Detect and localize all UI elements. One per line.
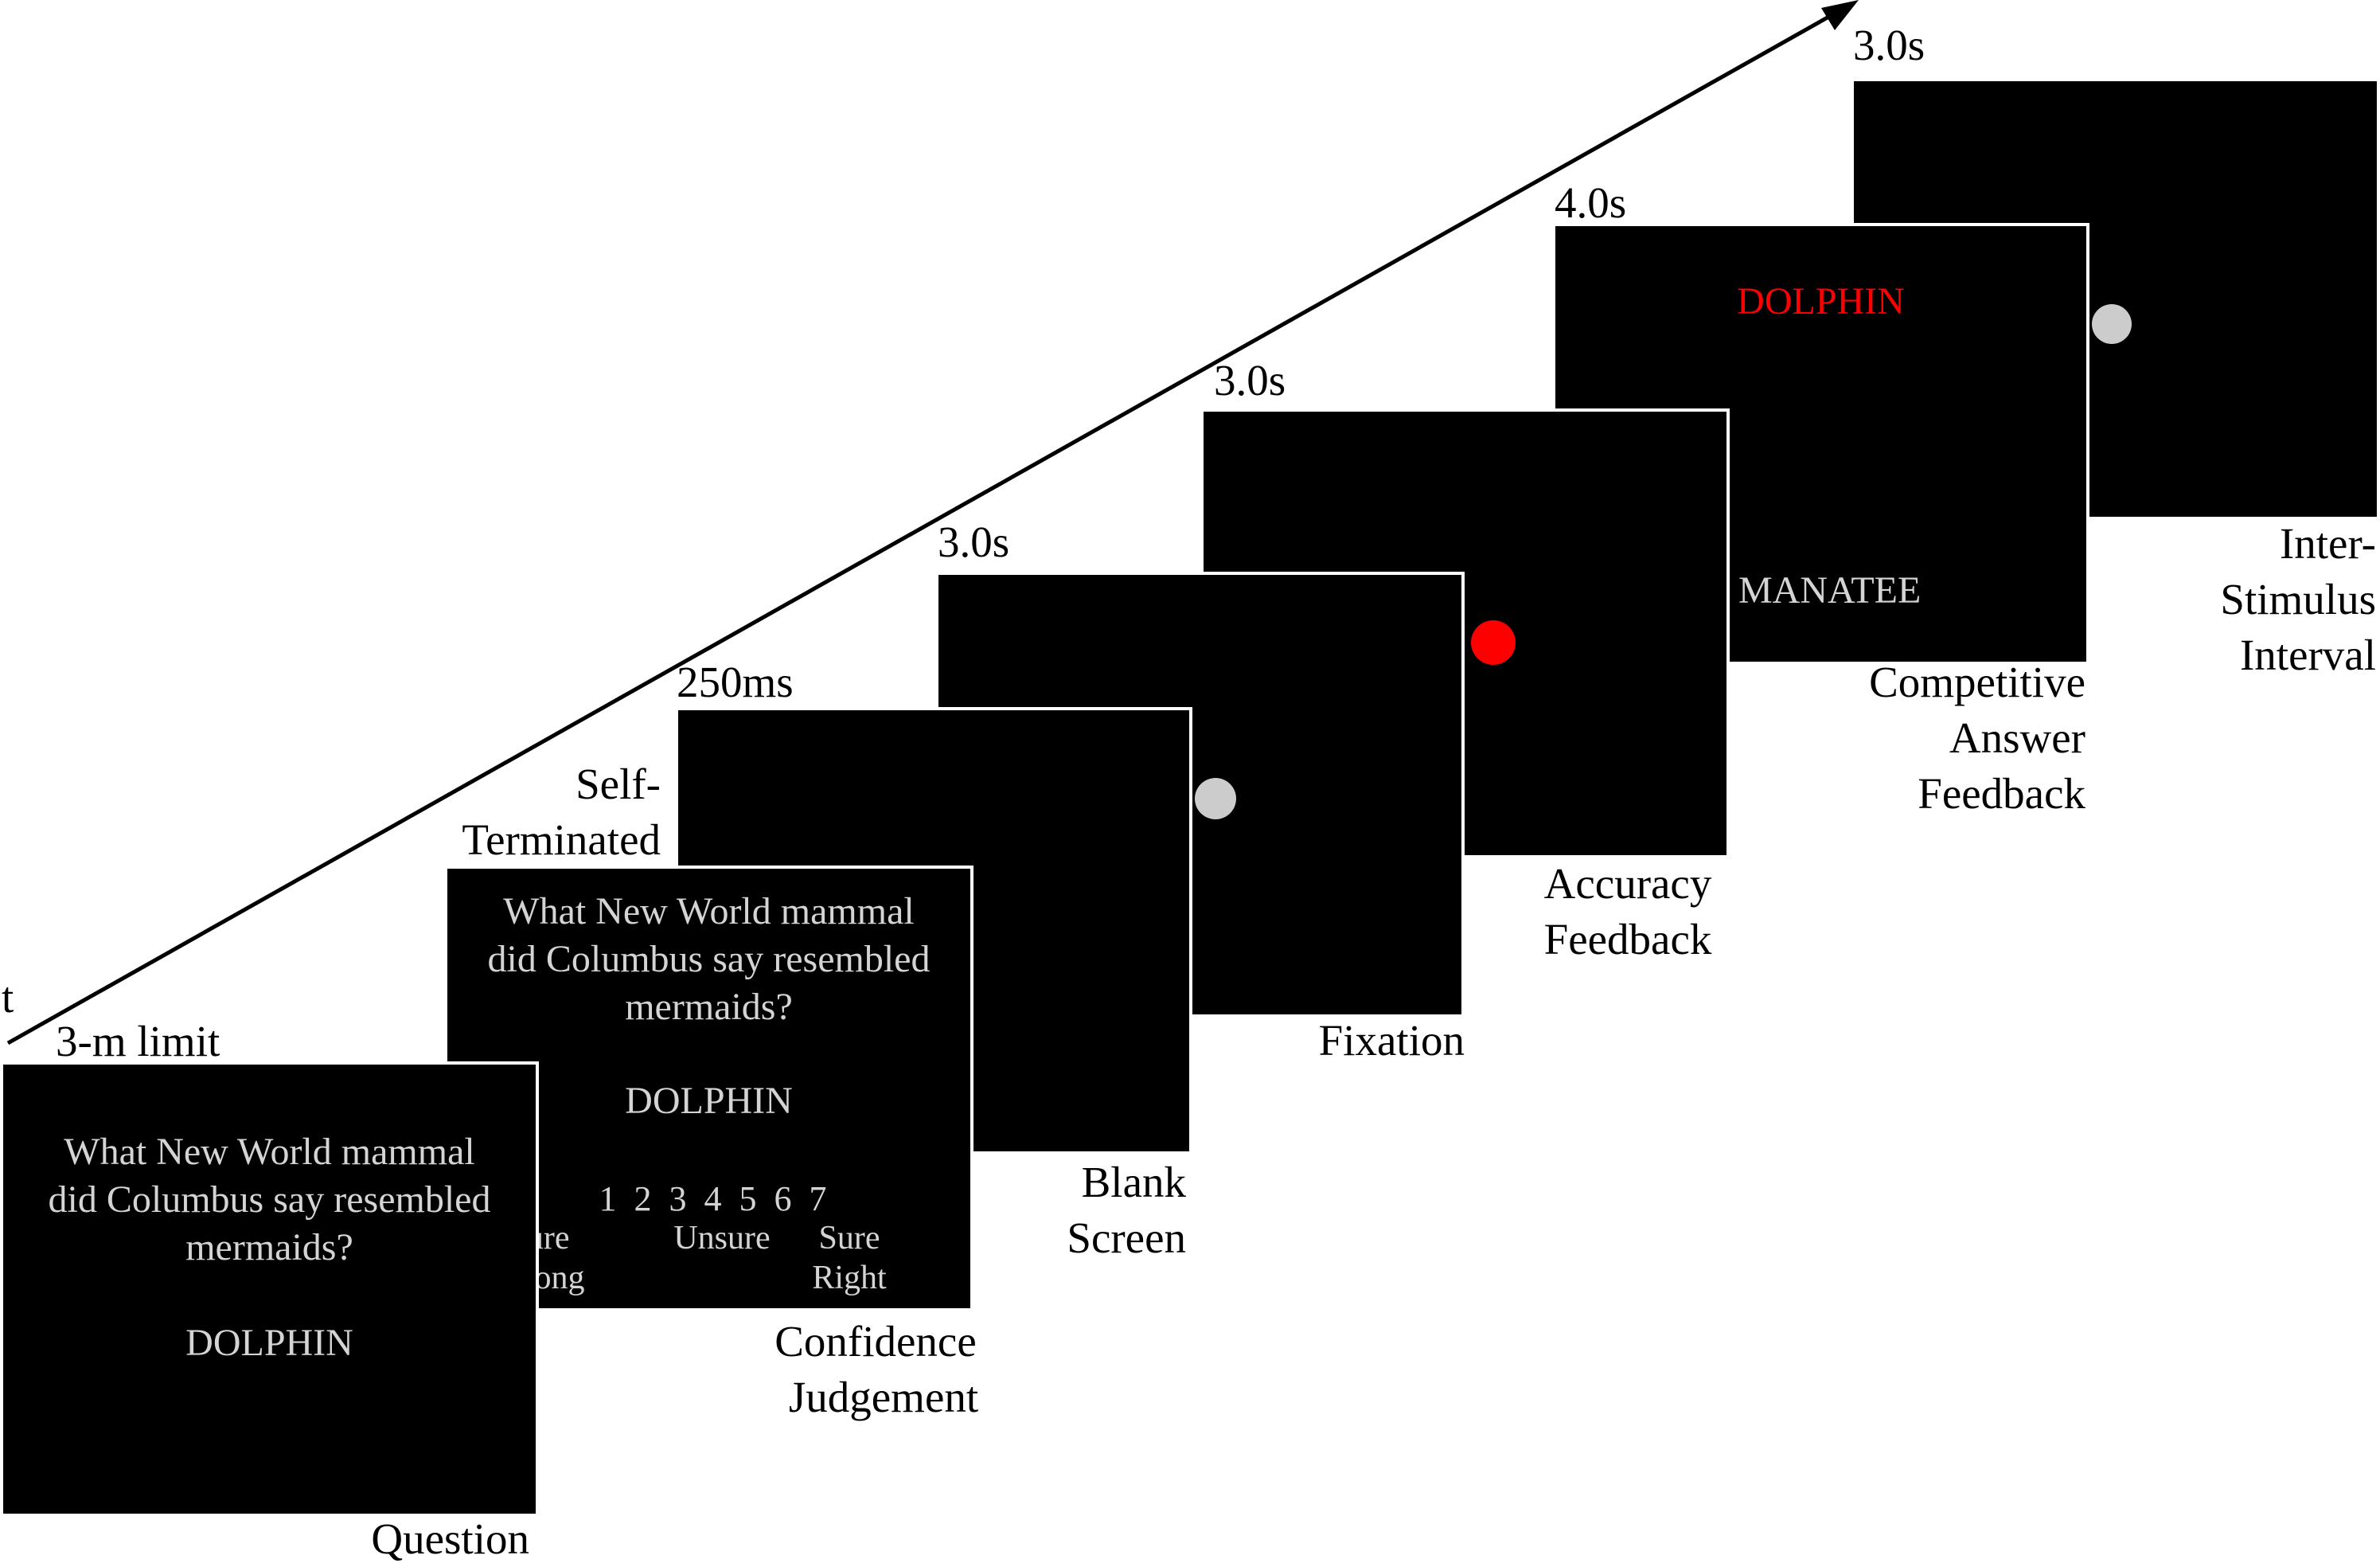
answer-text: DOLPHIN <box>625 1080 793 1122</box>
correct-answer-text: DOLPHIN <box>1737 280 1905 322</box>
answer-text: DOLPHIN <box>185 1322 353 1364</box>
stage-label-confidence-line2: Judgement <box>788 1373 979 1421</box>
question-line: What New World mammal <box>64 1131 475 1173</box>
time-arrow-line <box>6 9 1840 1045</box>
timing-label-fixation: 3.0s <box>938 518 1010 566</box>
question-line: did Columbus say resembled <box>48 1178 491 1221</box>
timing-label-accuracy: 3.0s <box>1214 356 1286 404</box>
question-line: mermaids? <box>625 986 793 1028</box>
timing-label-blank: 250ms <box>677 658 794 706</box>
question-line: What New World mammal <box>503 890 915 932</box>
stage-label-isi-line2: Stimulus <box>2220 575 2376 623</box>
stage-label-competitive-line3: Feedback <box>1918 769 2085 818</box>
stage-label-accuracy-line2: Feedback <box>1543 915 1712 963</box>
question-line: mermaids? <box>185 1226 353 1268</box>
stage-label-accuracy-line1: Accuracy <box>1543 859 1712 908</box>
stage-label-blank-line2: Screen <box>1067 1213 1186 1262</box>
stage-label-confidence-line1: Confidence <box>774 1317 977 1366</box>
timing-label-competitive: 4.0s <box>1555 178 1627 227</box>
stage-label-isi-line3: Interval <box>2239 631 2376 679</box>
time-arrow-head <box>1821 0 1859 30</box>
stage-label-question: Question <box>371 1514 529 1563</box>
stage-label-isi-line1: Inter- <box>2279 519 2376 568</box>
fixation-dot-red <box>1471 620 1516 665</box>
competitor-answer-text: MANATEE <box>1738 569 1922 612</box>
fixation-dot-grey <box>1195 778 1236 819</box>
stage-label-blank-line1: Blank <box>1081 1158 1186 1206</box>
timing-label-isi: 3.0s <box>1853 21 1925 69</box>
time-axis-label: t <box>2 973 14 1022</box>
scale-anchor-sure-right-top: Sure <box>818 1220 880 1256</box>
fixation-dot-grey <box>2092 304 2132 344</box>
timing-label-question: 3-m limit <box>56 1017 220 1065</box>
stage-label-competitive-line2: Answer <box>1949 713 2085 762</box>
stage-label-fixation: Fixation <box>1318 1016 1465 1065</box>
confidence-scale-numbers: 1 2 3 4 5 6 7 <box>599 1179 827 1218</box>
scale-anchor-sure-right-bottom: Right <box>812 1260 887 1296</box>
scale-anchor-unsure: Unsure <box>673 1220 771 1256</box>
stage-label-competitive-line1: Competitive <box>1869 658 2085 706</box>
panel-question: What New World mammal did Columbus say r… <box>0 1061 539 1517</box>
timing-label-confidence: Self- Terminated <box>462 760 661 864</box>
question-line: did Columbus say resembled <box>487 938 931 980</box>
